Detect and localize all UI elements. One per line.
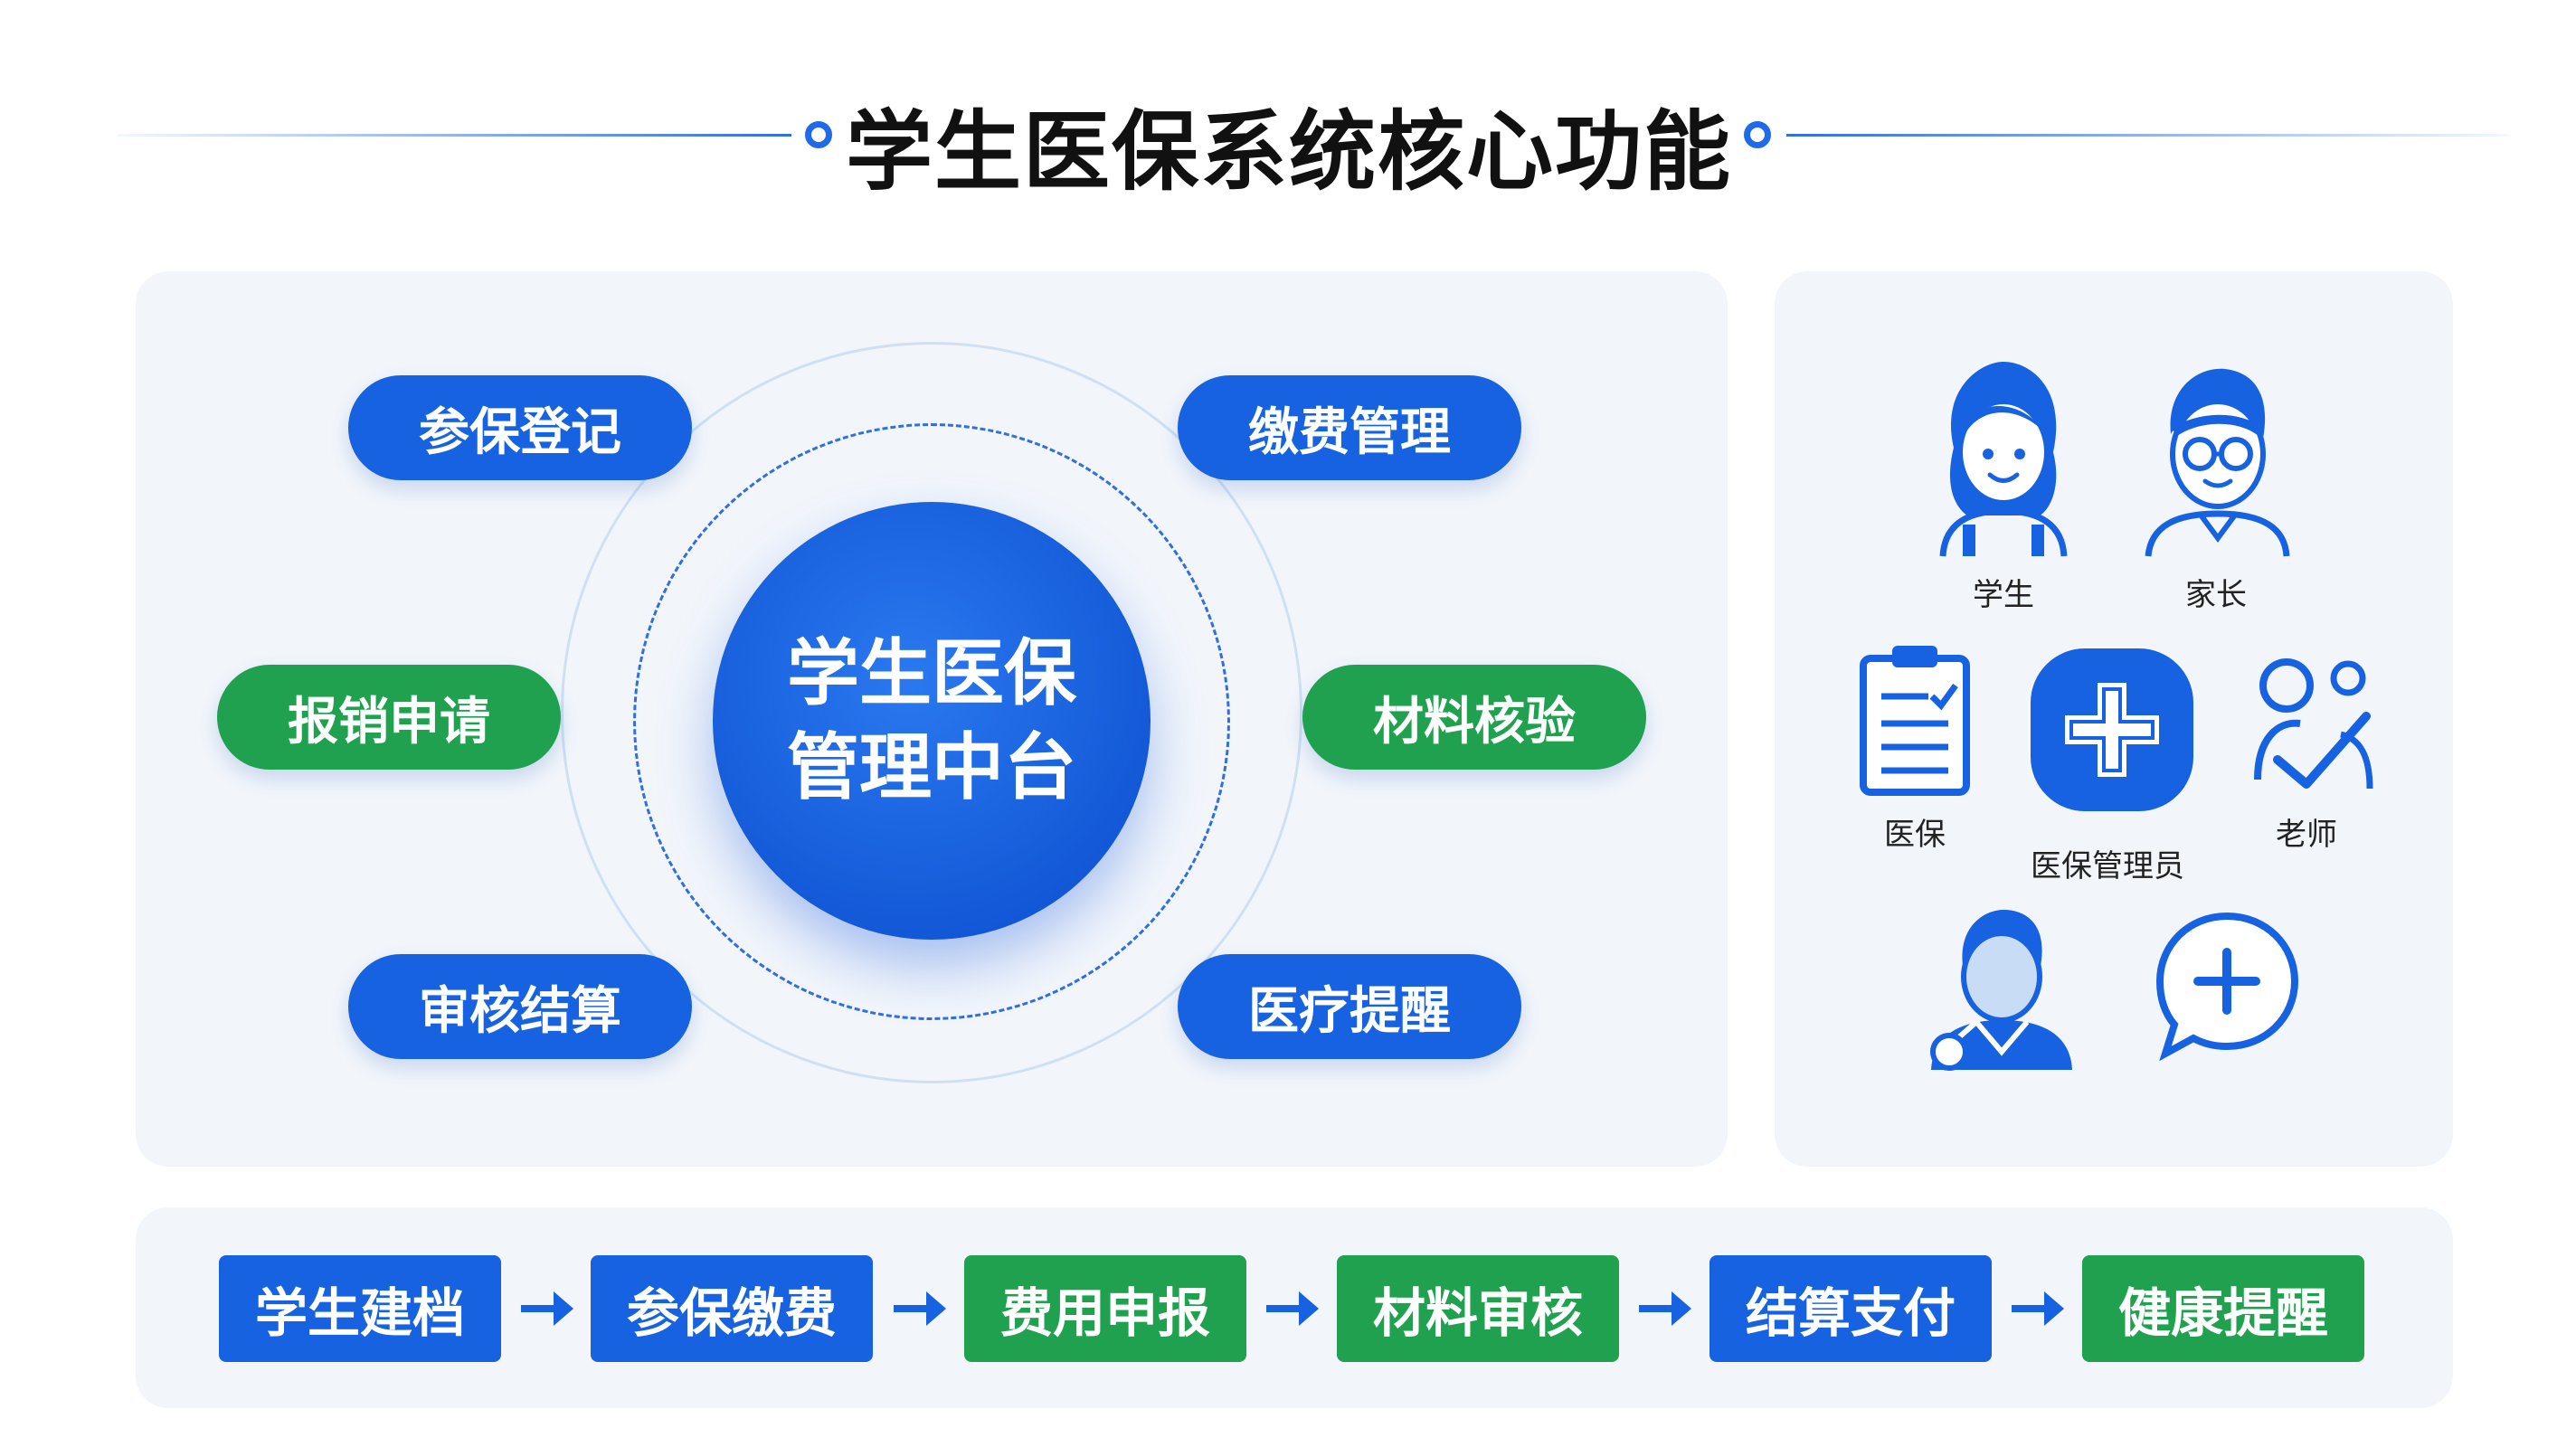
arrow-right-icon bbox=[521, 1291, 573, 1326]
clipboard-icon bbox=[1860, 646, 1970, 796]
hub-center: 学生医保 管理中台 bbox=[713, 502, 1151, 940]
role-parent-label: 家长 bbox=[2185, 577, 2247, 613]
flow-step-3[interactable]: 费用申报 bbox=[964, 1255, 1246, 1362]
flow-step-6[interactable]: 健康提醒 bbox=[2082, 1255, 2364, 1362]
role-admin-label: 医保管理员 bbox=[2031, 848, 2184, 884]
function-registration[interactable]: 参保登记 bbox=[348, 375, 692, 480]
student-icon bbox=[1939, 362, 2068, 557]
hub-line-2: 管理中台 bbox=[787, 725, 1076, 809]
parent-icon bbox=[2145, 368, 2290, 557]
title-dot-right-icon bbox=[1744, 121, 1771, 148]
flow-step-2[interactable]: 参保缴费 bbox=[591, 1255, 873, 1362]
page-title: 学生医保系统核心功能 bbox=[846, 101, 1732, 203]
hub-inner-ring bbox=[633, 423, 1230, 1020]
role-teacher-label: 老师 bbox=[2276, 817, 2337, 853]
flow-step-5[interactable]: 结算支付 bbox=[1709, 1255, 1992, 1362]
arrow-right-icon bbox=[1639, 1291, 1691, 1326]
flow-step-4[interactable]: 材料审核 bbox=[1337, 1255, 1619, 1362]
function-payment[interactable]: 缴费管理 bbox=[1178, 375, 1521, 480]
arrow-right-icon bbox=[894, 1291, 946, 1326]
arrow-right-icon bbox=[2012, 1291, 2064, 1326]
role-medical-label: 医保 bbox=[1884, 817, 1946, 853]
function-audit-settlement[interactable]: 审核结算 bbox=[348, 954, 692, 1059]
role-student-label: 学生 bbox=[1973, 577, 2034, 613]
title-dot-left-icon bbox=[805, 121, 832, 148]
doctor-icon bbox=[1930, 910, 2072, 1071]
arrow-right-icon bbox=[1266, 1291, 1319, 1326]
hub-outer-ring bbox=[561, 342, 1302, 1083]
function-material-check[interactable]: 材料核验 bbox=[1302, 665, 1646, 770]
flow-step-1[interactable]: 学生建档 bbox=[219, 1255, 501, 1362]
teacher-icon bbox=[2254, 658, 2373, 790]
function-medical-reminder[interactable]: 医疗提醒 bbox=[1178, 954, 1521, 1059]
title-line-left bbox=[118, 134, 791, 137]
chat-add-icon[interactable] bbox=[2153, 909, 2302, 1063]
medical-cross-icon[interactable] bbox=[2026, 644, 2198, 816]
hub-line-1: 学生医保 bbox=[787, 631, 1076, 715]
function-reimbursement[interactable]: 报销申请 bbox=[217, 665, 561, 770]
title-line-right bbox=[1786, 134, 2510, 137]
